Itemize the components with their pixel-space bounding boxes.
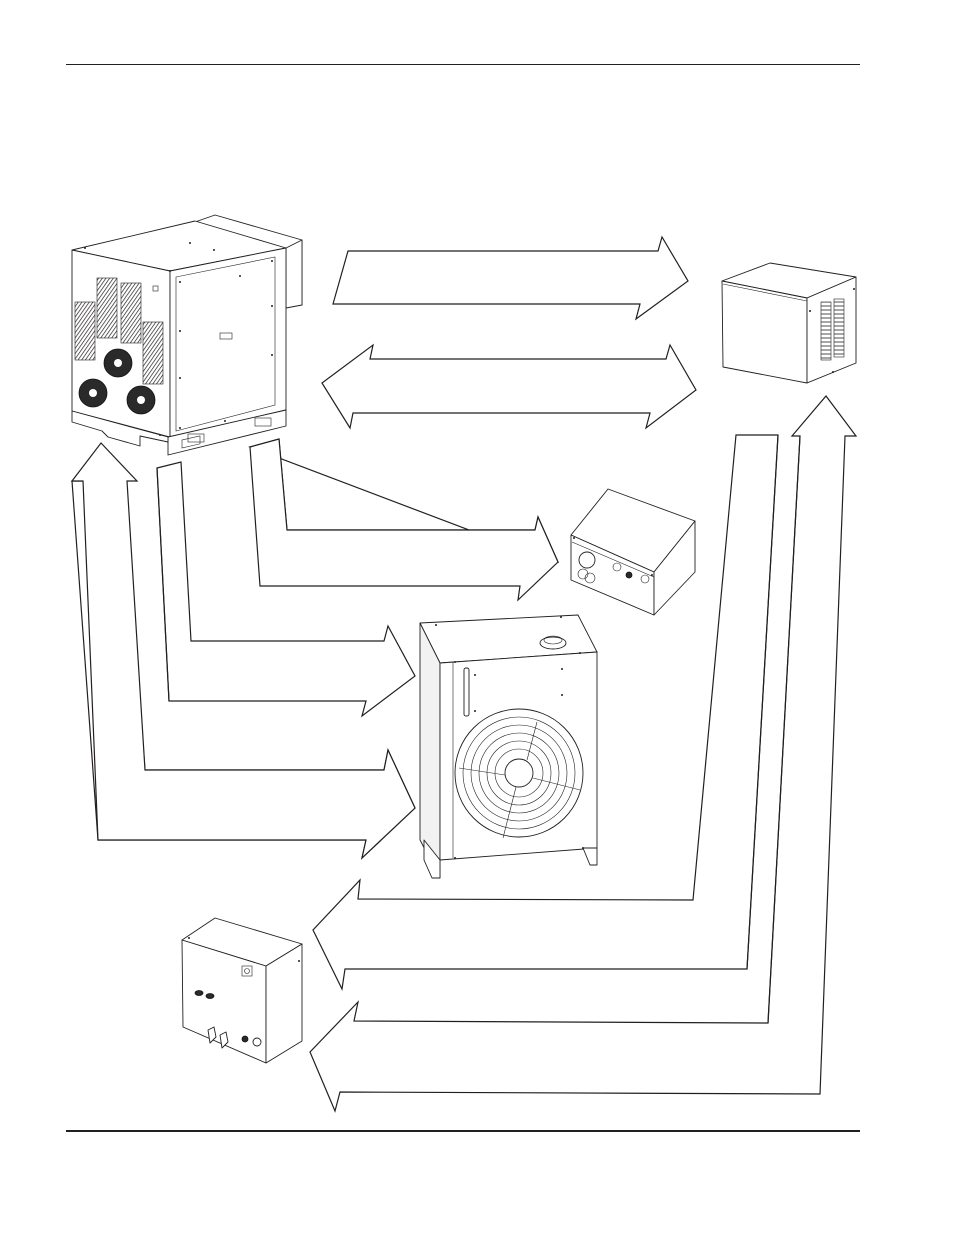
connection-arrow-cooler-to-ps [70,442,416,860]
connection-arrows [70,235,858,1113]
header-rule [66,64,860,65]
terminal-box-icon [181,917,303,1064]
connection-arrow-ps-to-gas-2 [249,438,559,602]
connection-arrow-ps-to-ignition [332,235,689,321]
fan-cooler-icon [419,614,598,879]
connection-arrow-ignition-to-torch-2 [309,395,858,1113]
power-supply-cabinet-icon [71,214,303,456]
enclosure-box-icon [721,262,857,384]
control-box-icon [570,488,696,616]
connection-arrow-ps-to-cooler-2 [156,467,170,702]
connection-arrow-ps-ignition-bidirectional [321,343,697,430]
connection-arrow-torch-to-ignition [767,435,801,1024]
footer-rule [66,1130,860,1132]
connection-arrow-ignition-to-torch-3 [746,434,779,970]
connection-arrow-ps-to-cooler-1 [156,461,416,718]
